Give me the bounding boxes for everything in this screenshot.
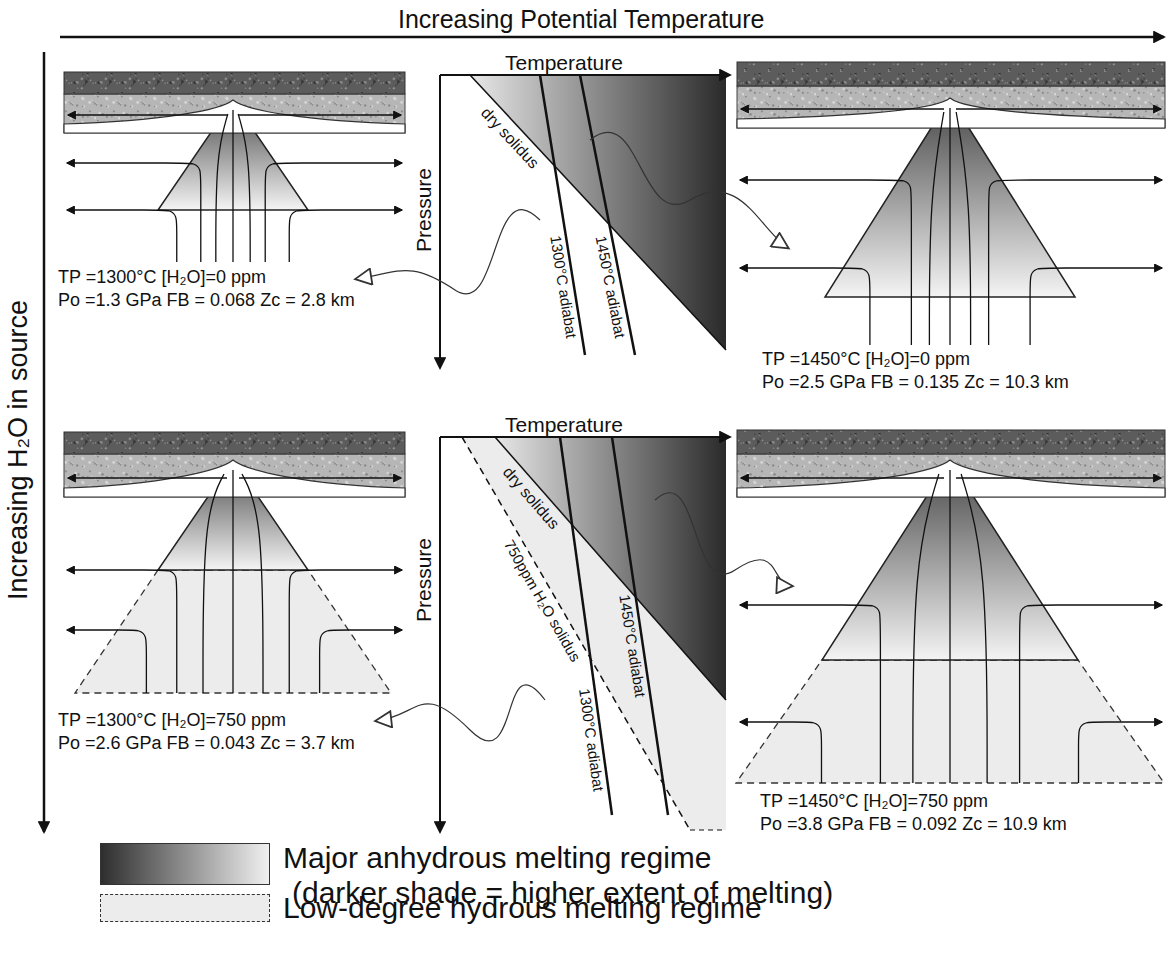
- mantle-flow-arrow: [67, 210, 177, 262]
- mantle-flow-line: [961, 474, 987, 783]
- plate-motion-arrow: [956, 477, 1161, 479]
- temperature-trend-arrow: [60, 36, 1164, 39]
- mantle-flow-arrow: [989, 180, 1162, 345]
- pressure-axis: [439, 75, 441, 368]
- mantle-flow-arrow: [289, 210, 402, 262]
- model-caption: TP =1300°C [H₂O]=750 ppm: [58, 711, 286, 731]
- axis-label: Pressure: [412, 538, 435, 622]
- hydrous-solidus-line: [462, 437, 690, 830]
- adiabat-line: [560, 437, 612, 815]
- plate-motion-arrow: [239, 114, 401, 116]
- mantle-flow-arrow: [1030, 268, 1162, 345]
- dry-solidus-line: [470, 75, 726, 350]
- model-caption: Po =2.5 GPa FB = 0.135 Zc = 10.3 km: [762, 373, 1069, 393]
- crust-band: [64, 72, 405, 94]
- anhydrous-field: [470, 75, 726, 350]
- axis-title: Increasing H₂O in source: [4, 300, 34, 600]
- gradient-swatch: [100, 843, 270, 885]
- mantle-flow-line: [203, 474, 224, 693]
- ridge-panel: [737, 62, 1165, 345]
- pointer-arrow: [356, 210, 540, 294]
- pt-plot: [440, 75, 730, 368]
- model-caption: Po =1.3 GPa FB = 0.068 Zc = 2.8 km: [58, 291, 355, 311]
- model-caption: Po =2.6 GPa FB = 0.043 Zc = 3.7 km: [58, 734, 355, 754]
- mantle-flow-arrow: [289, 570, 402, 693]
- mantle-flow-line: [232, 110, 233, 262]
- mantle-flow-line: [232, 470, 233, 693]
- adiabat-line: [612, 437, 668, 815]
- mantle-flow-line: [238, 114, 250, 262]
- model-caption: TP =1300°C [H₂O]=0 ppm: [58, 268, 266, 288]
- mantle-flow-arrow: [67, 570, 177, 693]
- water-trend-arrow: [43, 52, 46, 832]
- plate-motion-arrow: [239, 477, 401, 479]
- mantle-flow-arrow: [740, 180, 911, 345]
- legend-swatch: [100, 894, 270, 922]
- lithosphere-base: [64, 100, 405, 133]
- mantle-flow-line: [929, 112, 943, 345]
- mantle-flow-line: [216, 114, 228, 262]
- mantle-flow-line: [949, 470, 950, 783]
- adiabat-line: [540, 75, 585, 355]
- plate-motion-arrow: [68, 114, 227, 116]
- field-boundary: [690, 829, 726, 830]
- crust-band: [737, 62, 1165, 86]
- mantle-flow-arrow: [67, 630, 146, 693]
- mantle-flow-arrow: [740, 605, 880, 783]
- temperature-axis: [440, 74, 730, 76]
- adiabat-line: [580, 75, 635, 355]
- crust-band: [64, 432, 405, 454]
- axis-label: Temperature: [505, 51, 623, 74]
- axis-label: Pressure: [412, 168, 435, 252]
- ridge-panel: [64, 432, 405, 693]
- plate-motion-arrow: [68, 477, 227, 479]
- model-caption: TP =1450°C [H₂O]=750 ppm: [760, 792, 988, 812]
- pt-plot: [440, 437, 730, 832]
- lithosphere-base: [737, 98, 1165, 128]
- lithosphere-band: [64, 94, 405, 133]
- crust-band: [737, 430, 1165, 454]
- pointer-arrow: [655, 493, 792, 586]
- pointer-arrow: [376, 685, 545, 741]
- lithosphere-base: [64, 460, 405, 497]
- axis-title: Increasing Potential Temperature: [398, 6, 764, 34]
- hydrous-field: [462, 437, 726, 830]
- mantle-flow-arrow: [265, 163, 402, 262]
- mantle-flow-arrow: [1020, 605, 1162, 783]
- plate-motion-arrow: [741, 108, 944, 110]
- lithosphere-band: [737, 86, 1165, 128]
- ridge-panel: [64, 72, 405, 262]
- model-caption: Po =3.8 GPa FB = 0.092 Zc = 10.9 km: [760, 815, 1067, 835]
- lithosphere-band: [737, 454, 1165, 497]
- pressure-axis: [439, 437, 441, 832]
- lithosphere-band: [64, 454, 405, 497]
- mantle-flow-arrow: [1079, 722, 1162, 783]
- legend-label: Low-degree hydrous melting regime: [283, 891, 762, 924]
- mantle-flow-line: [949, 108, 950, 345]
- ridge-panel: [736, 430, 1165, 783]
- temperature-axis: [440, 436, 730, 438]
- mantle-flow-line: [956, 112, 970, 345]
- mantle-flow-line: [242, 474, 263, 693]
- mantle-flow-arrow: [320, 630, 402, 693]
- legend-label: Major anhydrous melting regime: [283, 841, 712, 874]
- mantle-flow-line: [913, 474, 939, 783]
- plate-motion-arrow: [956, 108, 1161, 110]
- axis-label: Temperature: [505, 413, 623, 436]
- plate-motion-arrow: [741, 477, 944, 479]
- mantle-flow-arrow: [740, 722, 821, 783]
- dry-solidus-line: [495, 437, 726, 700]
- pointer-arrow: [590, 132, 788, 248]
- anhydrous-field: [495, 437, 726, 700]
- model-caption: TP =1450°C [H₂O]=0 ppm: [762, 350, 970, 370]
- lithosphere-base: [737, 460, 1165, 497]
- mantle-flow-arrow: [740, 268, 870, 345]
- mantle-flow-arrow: [67, 163, 201, 262]
